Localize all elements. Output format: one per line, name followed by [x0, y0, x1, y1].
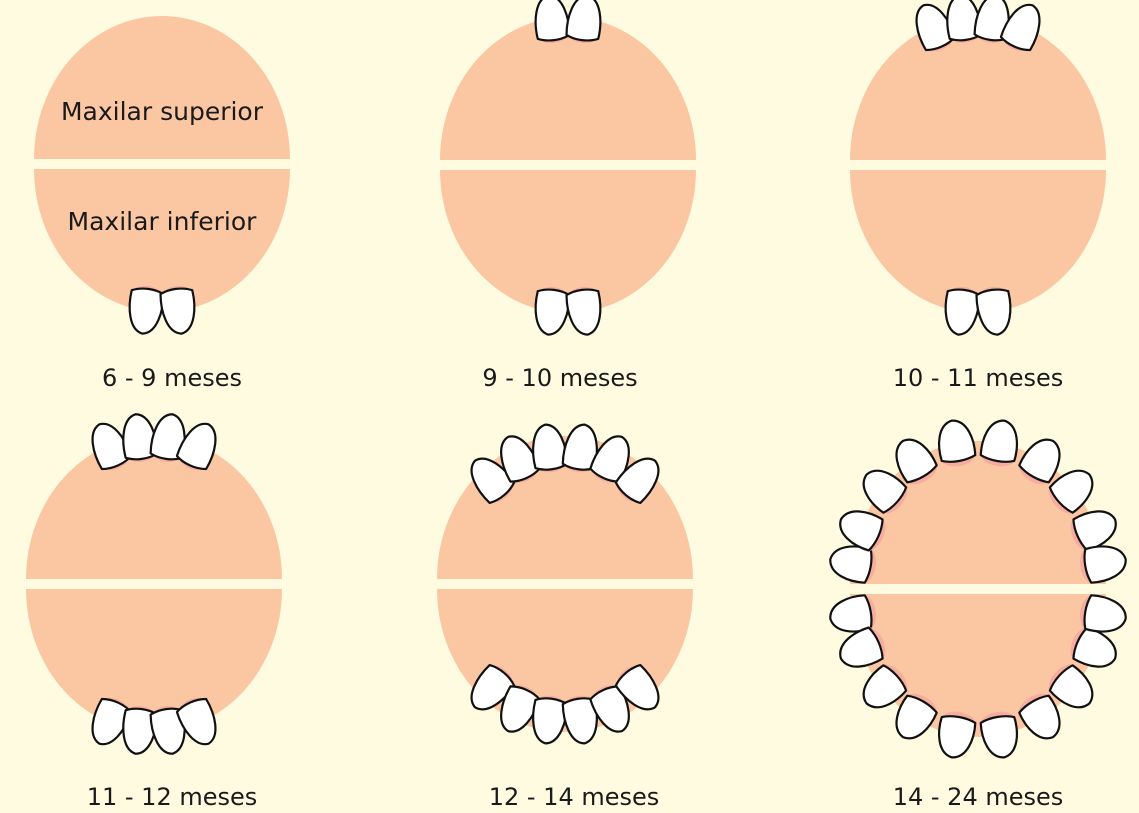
lower-tooth-2 — [565, 285, 605, 337]
stage-label-6: 14 - 24 meses — [828, 782, 1128, 812]
lower-jaw-label: Maxilar inferior — [34, 207, 290, 237]
lower-tooth-1 — [126, 284, 166, 336]
lower-jaw-shape — [850, 170, 1106, 313]
stage-label-1: 6 - 9 meses — [22, 363, 322, 393]
stage-label-2: 9 - 10 meses — [410, 363, 710, 393]
jaw-panel-5 — [437, 422, 693, 746]
stage-label-4: 11 - 12 meses — [22, 782, 322, 812]
jaw-panel-2 — [440, 0, 696, 337]
tooth-icon — [566, 288, 604, 337]
tooth-icon — [935, 418, 977, 464]
tooth-icon — [980, 418, 1022, 464]
tooth-icon — [532, 288, 570, 337]
tooth-icon — [976, 288, 1014, 337]
lower-tooth-1 — [532, 285, 572, 337]
tooth-icon — [566, 0, 604, 42]
tooth-icon — [980, 714, 1022, 760]
jaw-panel-1 — [34, 16, 290, 336]
upper-tooth-1 — [532, 0, 572, 45]
upper-jaw-shape — [26, 436, 282, 579]
lower-jaw-shape — [34, 169, 290, 312]
lower-tooth-1 — [942, 285, 982, 337]
jaw-panel-3 — [850, 0, 1106, 337]
tooth-icon — [1082, 594, 1128, 636]
lower-tooth-2 — [975, 285, 1015, 337]
lower-tooth-3 — [529, 693, 569, 745]
jaw-panel-6 — [827, 417, 1129, 760]
tooth-icon — [935, 714, 977, 760]
lower-tooth-2 — [159, 284, 199, 336]
stage-label-3: 10 - 11 meses — [828, 363, 1128, 393]
upper-tooth-2 — [565, 0, 605, 45]
stage-label-5: 12 - 14 meses — [424, 782, 724, 812]
upper-jaw-shape — [34, 16, 290, 159]
lower-jaw-shape — [26, 589, 282, 732]
jaw-panel-4 — [26, 412, 282, 756]
upper-jaw-shape — [850, 17, 1106, 160]
tooth-icon — [942, 288, 980, 337]
upper-tooth-3 — [529, 422, 569, 474]
upper-jaw-label: Maxilar superior — [34, 97, 290, 127]
tooth-icon — [1082, 542, 1128, 584]
tooth-icon — [126, 287, 164, 336]
lower-jaw-shape — [440, 170, 696, 313]
tooth-icon — [532, 0, 570, 42]
tooth-icon — [160, 287, 198, 336]
upper-jaw-shape — [440, 17, 696, 160]
